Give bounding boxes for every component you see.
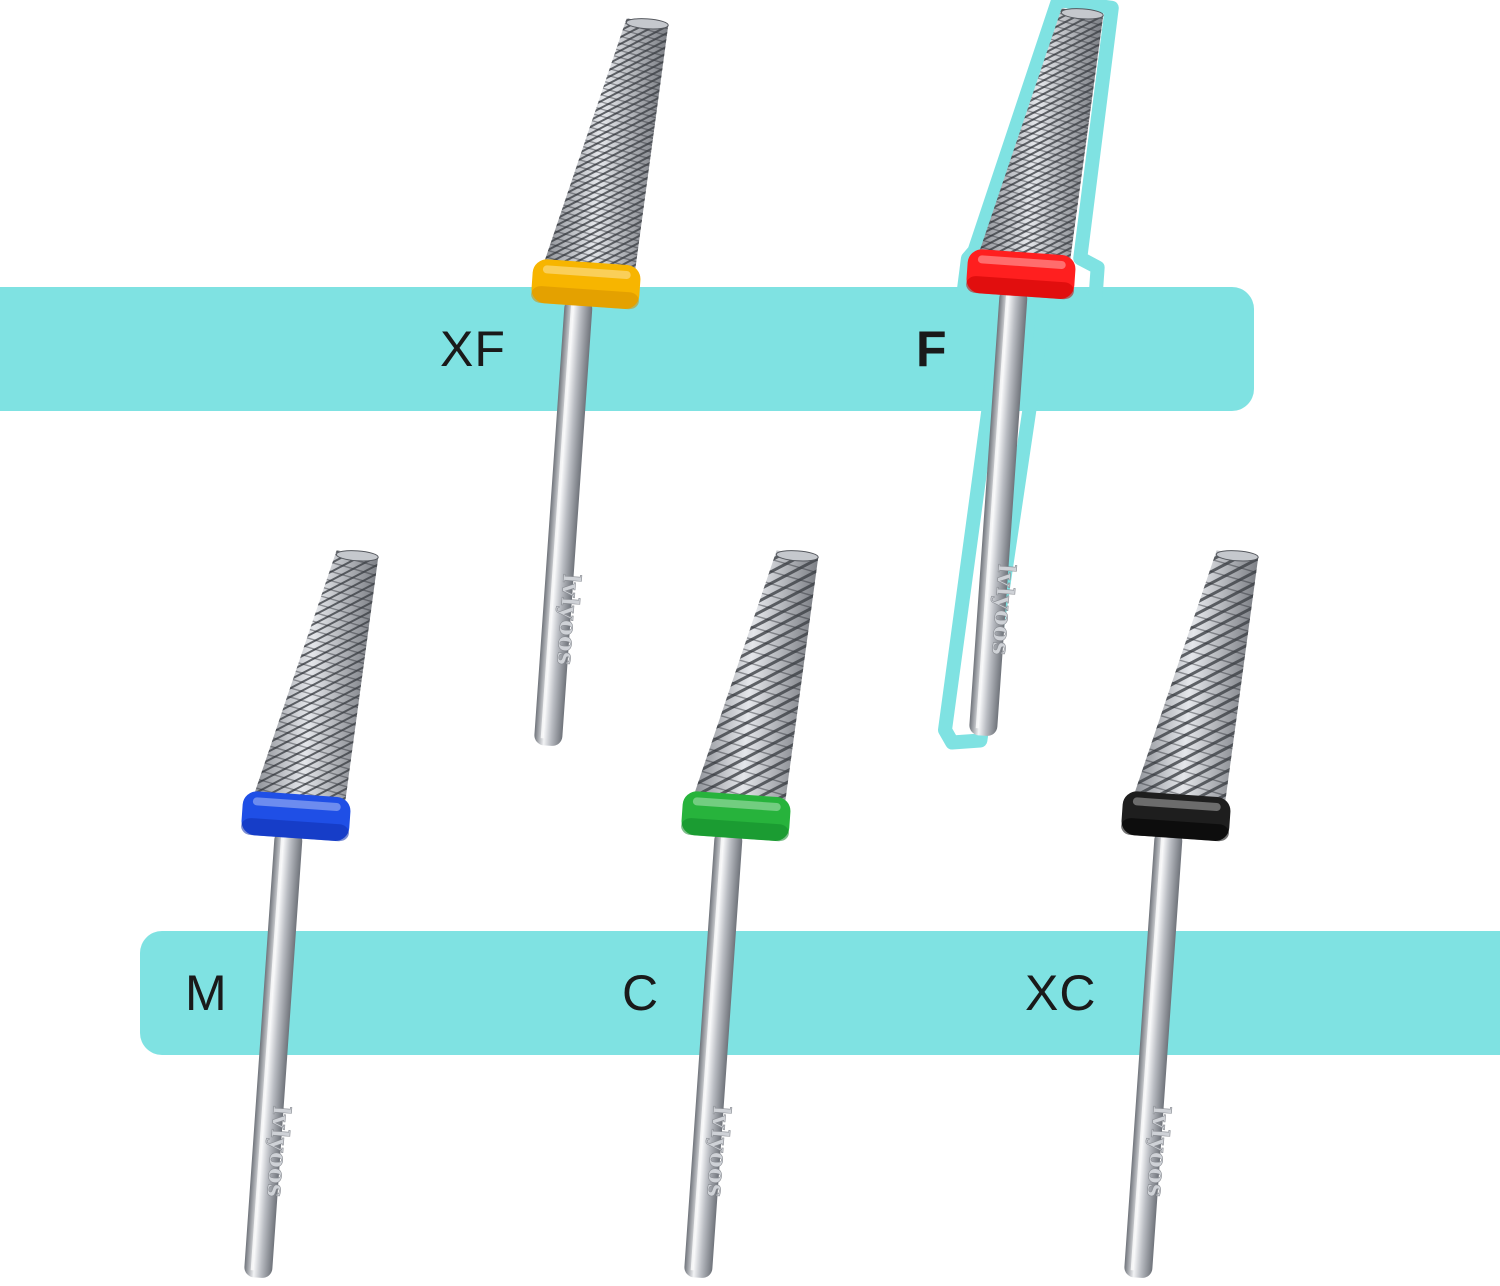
- nail-drill-bit-c[interactable]: lvlyoos: [655, 545, 819, 1286]
- grade-label-xf: XF: [440, 321, 506, 377]
- brand-engraving: lvlyoos: [1141, 1105, 1176, 1198]
- nail-drill-bit-f[interactable]: lvlyoos: [937, 0, 1119, 750]
- grade-label-c: C: [622, 965, 660, 1021]
- brand-engraving: lvlyoos: [986, 563, 1021, 656]
- brand-engraving: lvlyoos: [261, 1105, 296, 1198]
- grade-label-xc: XC: [1025, 965, 1097, 1021]
- brand-engraving: lvlyoos: [551, 573, 586, 666]
- grade-label-f: F: [916, 321, 948, 377]
- grade-band-bottom: [140, 931, 1500, 1055]
- grade-label-m: M: [185, 965, 228, 1021]
- nail-drill-bit-xf[interactable]: lvlyoos: [505, 13, 669, 754]
- nail-drill-bit-m[interactable]: lvlyoos: [215, 545, 379, 1286]
- nail-drill-bit-xc[interactable]: lvlyoos: [1095, 545, 1259, 1286]
- brand-engraving: lvlyoos: [701, 1105, 736, 1198]
